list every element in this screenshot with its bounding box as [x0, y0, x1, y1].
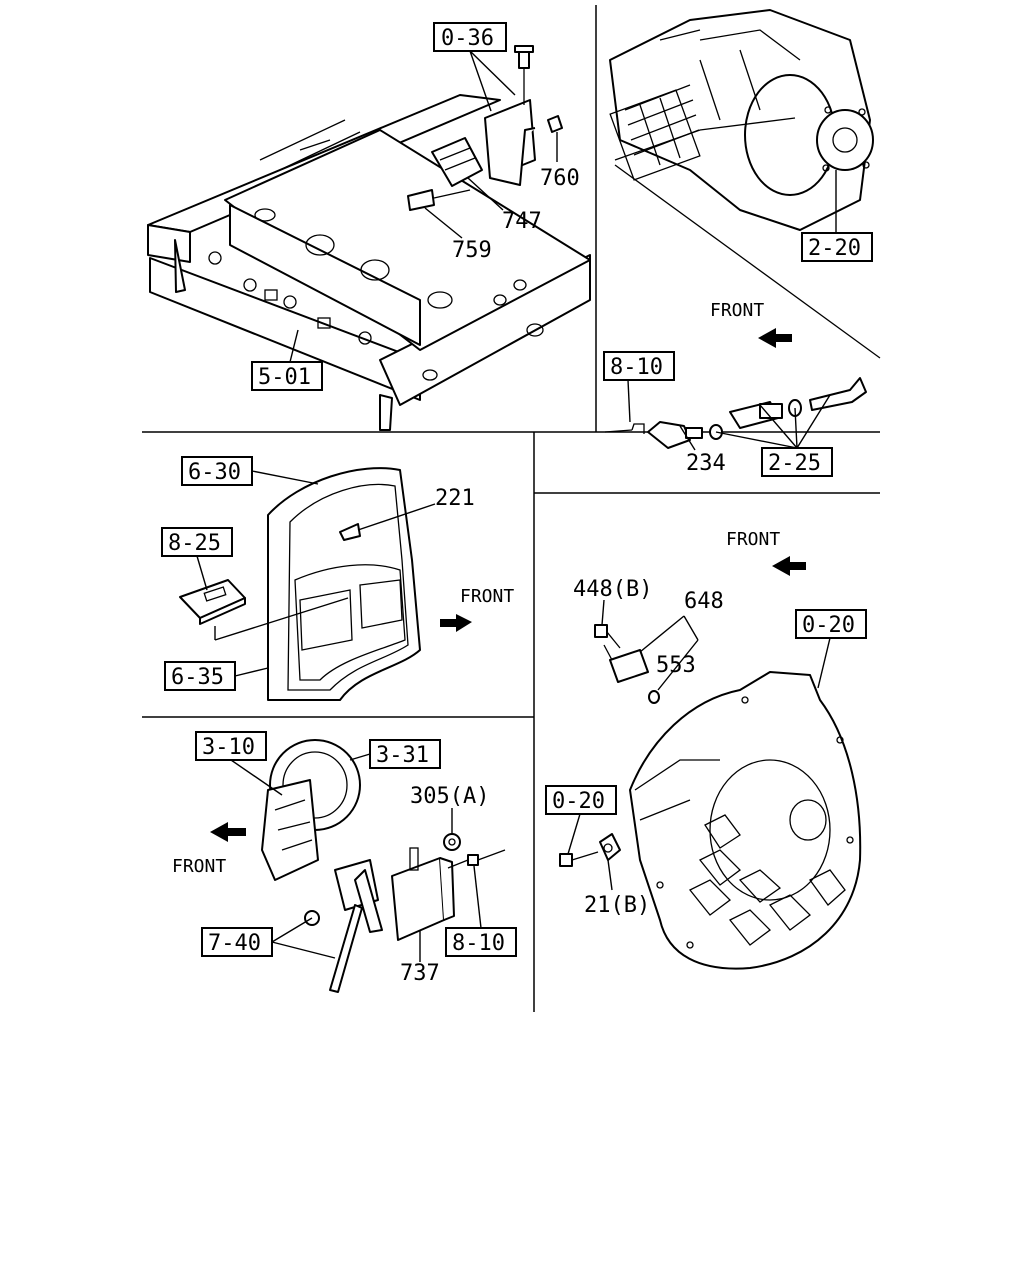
- ref-3-31-label: 3-31: [376, 743, 429, 768]
- ref-2-20-label: 2-20: [808, 236, 861, 261]
- transmission-illustration: [604, 9, 881, 449]
- part-648-label: 648: [684, 589, 724, 614]
- ref-8-10-label: 8-10: [452, 931, 505, 956]
- ref-5-01-label: 5-01: [258, 365, 311, 390]
- part-553-label: 553: [656, 653, 696, 678]
- part-234-label: 234: [686, 451, 726, 476]
- transmission-panel: 2-20 FRONT 8-10 234 2-25: [603, 9, 881, 477]
- frame-panel: 0-36 760 747 759 5-01: [147, 22, 591, 431]
- part-759-label: 759: [452, 238, 492, 263]
- ref-3-10-label: 3-10: [202, 735, 255, 760]
- ref-box-2-20: [801, 232, 873, 262]
- front-label: FRONT: [460, 586, 514, 607]
- part-448b-label: 448(B): [573, 577, 652, 602]
- ref-7-40-label: 7-40: [208, 931, 261, 956]
- panel-dividers: [142, 5, 880, 1012]
- front-arrow-icon: [440, 614, 472, 632]
- part-747-label: 747: [502, 209, 542, 234]
- flywheel-housing-illustration: [559, 624, 862, 970]
- part-737-label: 737: [400, 961, 440, 986]
- frame-crossmember-illustration: [147, 45, 591, 431]
- ref-box-2-25: [761, 447, 833, 477]
- door-panel: 6-30 221 8-25 FRONT 6-35: [161, 456, 514, 701]
- ref-box-3-31: [369, 739, 441, 769]
- part-305a-label: 305(A): [410, 784, 489, 809]
- pedal-panel: 3-10 3-31 305(A) FRONT 7-40 8-10 737: [172, 731, 517, 993]
- ref-8-10-label: 8-10: [610, 355, 663, 380]
- part-21b-label: 21(B): [584, 893, 650, 918]
- door-illustration: [179, 467, 421, 701]
- ref-2-25-label: 2-25: [768, 451, 821, 476]
- ref-6-30-label: 6-30: [188, 460, 241, 485]
- front-label: FRONT: [172, 856, 226, 877]
- flywheel-panel: FRONT: [545, 529, 867, 970]
- ref-0-20-bolt-label: 0-20: [552, 789, 605, 814]
- ref-box-0-20-bolt: [545, 785, 617, 815]
- ref-box-6-30: [181, 456, 253, 486]
- front-arrow-icon: [772, 556, 806, 576]
- ref-box-0-20-housing: [795, 609, 867, 639]
- ref-0-36-label: 0-36: [441, 26, 494, 51]
- front-arrow-icon: [210, 822, 246, 842]
- ref-6-35-label: 6-35: [171, 665, 224, 690]
- pedal-illustration: [261, 739, 506, 993]
- part-760-label: 760: [540, 166, 580, 191]
- part-221-label: 221: [435, 486, 475, 511]
- ref-box-5-01: [251, 361, 323, 391]
- ref-0-20-housing-label: 0-20: [802, 613, 855, 638]
- ref-8-25-label: 8-25: [168, 531, 221, 556]
- front-label: FRONT: [726, 529, 780, 550]
- front-arrow-icon: [758, 328, 792, 348]
- front-label: FRONT: [710, 300, 764, 321]
- ref-box-8-10: [603, 351, 675, 381]
